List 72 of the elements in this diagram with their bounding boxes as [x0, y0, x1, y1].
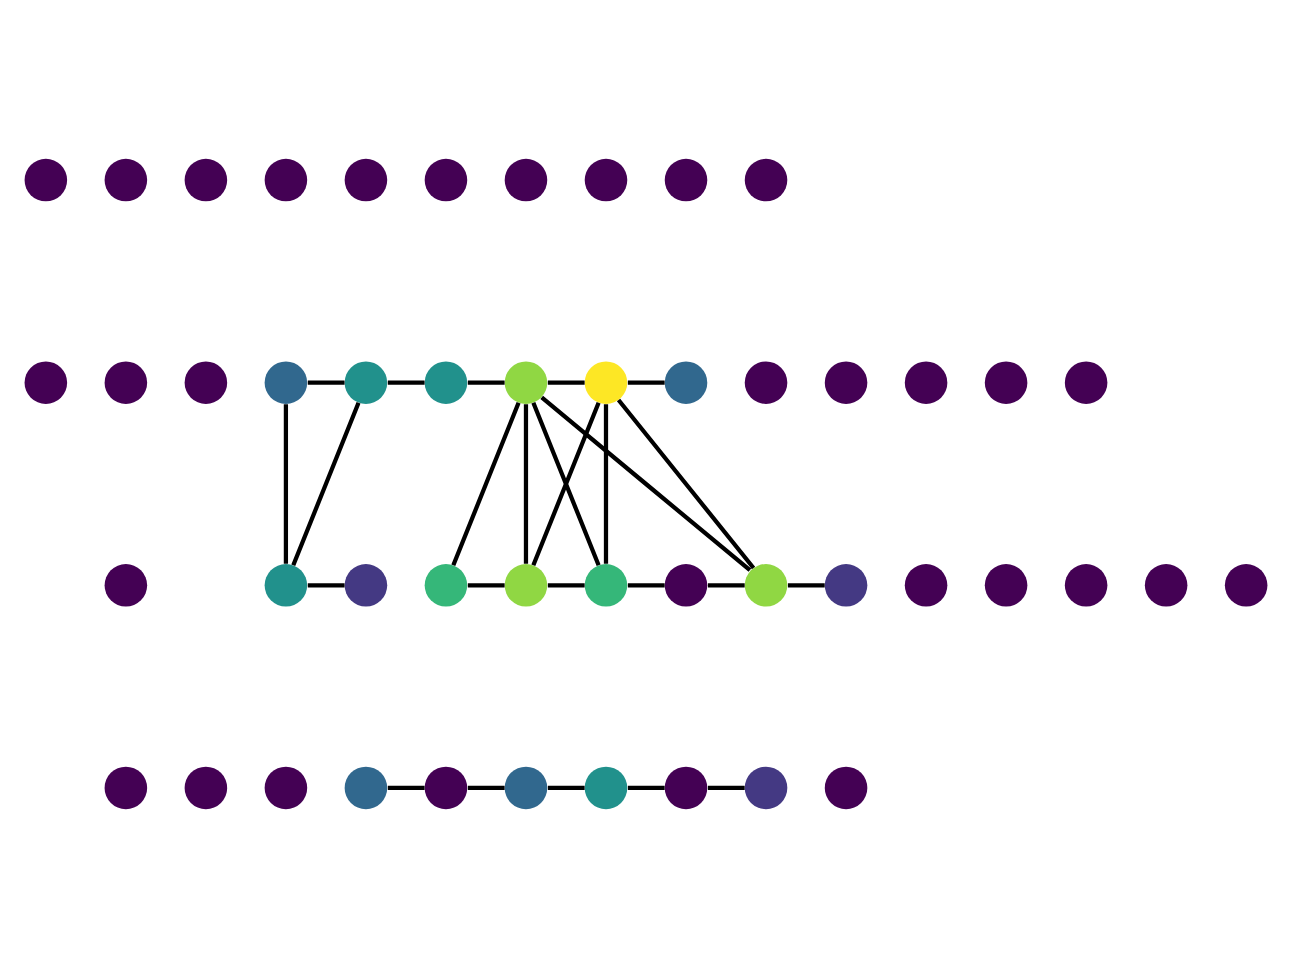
connector: [291, 401, 361, 566]
node-circle: [24, 157, 68, 201]
node-circle: [744, 765, 788, 809]
connector: [616, 397, 756, 569]
node-circle: [104, 563, 148, 606]
connector: [387, 379, 425, 384]
node-circle: [1144, 563, 1188, 606]
node-circle: [344, 157, 388, 201]
node-circle: [824, 360, 868, 403]
connector: [307, 582, 345, 587]
node-circle: [584, 563, 628, 606]
node-circle: [504, 765, 548, 809]
connector: [787, 582, 825, 587]
node-circle: [504, 563, 548, 606]
connector: [307, 379, 345, 384]
node-circle: [264, 765, 308, 809]
connector: [540, 394, 752, 571]
connector: [467, 784, 505, 790]
node-circle: [264, 360, 308, 403]
node-circle: [664, 563, 708, 606]
node-circle: [504, 360, 548, 403]
node-circle: [424, 360, 468, 403]
node-circle: [184, 765, 228, 809]
connector: [547, 784, 585, 790]
node-circle: [584, 765, 628, 809]
node-circle: [744, 157, 788, 201]
connector: [627, 379, 665, 384]
connector: [627, 582, 665, 587]
connector: [547, 582, 585, 587]
node-circle: [344, 360, 388, 403]
connector: [707, 784, 745, 790]
node-circle: [104, 360, 148, 403]
node-circle: [984, 360, 1028, 403]
node-circle: [344, 765, 388, 809]
connector: [283, 403, 289, 563]
node-circle: [104, 765, 148, 809]
node-circle: [264, 157, 308, 201]
node-circle: [744, 360, 788, 403]
node-circle: [584, 360, 628, 403]
node-circle: [824, 563, 868, 606]
node-circle: [584, 157, 628, 201]
connector: [451, 401, 521, 566]
node-circle: [424, 157, 468, 201]
node-circle: [984, 563, 1028, 606]
node-circle: [344, 563, 388, 606]
connector: [467, 582, 505, 587]
connector: [627, 784, 665, 790]
connector: [467, 379, 505, 384]
node-circle: [664, 765, 708, 809]
node-circle: [24, 360, 68, 403]
node-circle: [1224, 563, 1268, 606]
node-circle: [664, 157, 708, 201]
node-circle: [184, 157, 228, 201]
connector: [547, 379, 585, 384]
node-circle: [904, 563, 948, 606]
connector: [387, 784, 425, 790]
node-circle: [424, 765, 468, 809]
node-circle: [504, 157, 548, 201]
connector: [531, 401, 601, 566]
node-circle: [104, 157, 148, 201]
connector: [603, 403, 609, 563]
node-circle: [664, 360, 708, 403]
node-circle: [1064, 563, 1108, 606]
connector: [707, 582, 745, 587]
node-circle: [424, 563, 468, 606]
node-circle: [904, 360, 948, 403]
node-circle: [1064, 360, 1108, 403]
connector: [523, 403, 529, 563]
node-circle: [824, 765, 868, 809]
node-circle: [264, 563, 308, 606]
node-circle: [744, 563, 788, 606]
node-circle: [184, 360, 228, 403]
